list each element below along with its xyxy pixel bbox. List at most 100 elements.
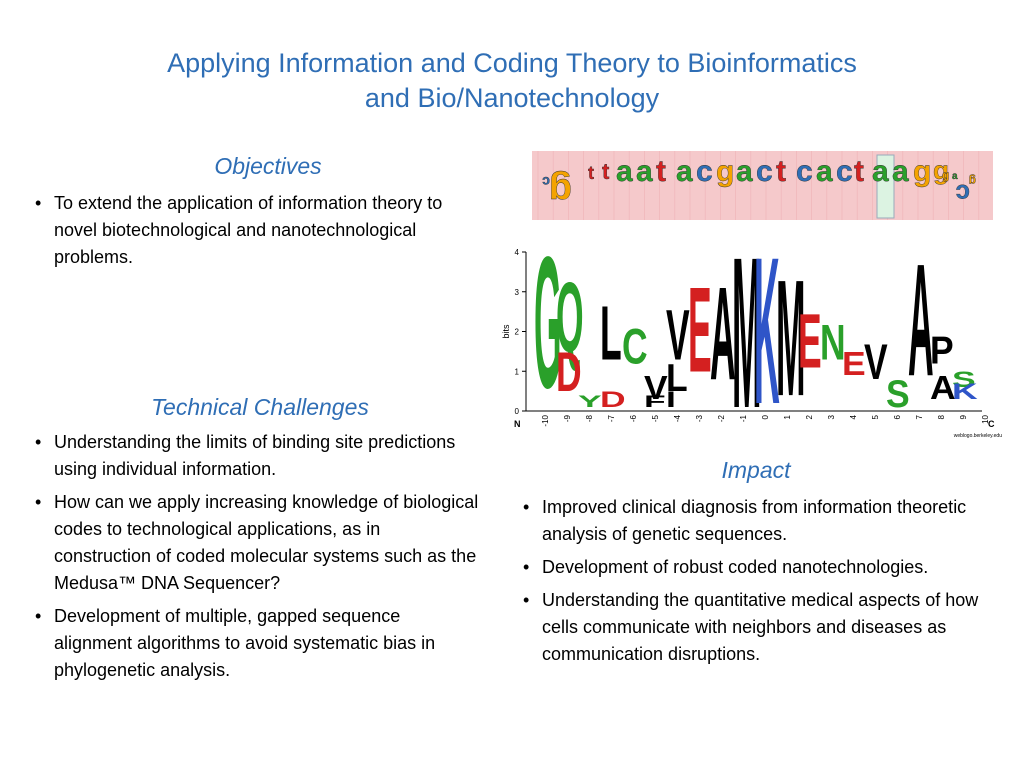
challenges-item: Development of multiple, gapped sequence… xyxy=(32,603,482,684)
dna-logo-letter: a xyxy=(736,155,753,188)
protein-logo-letter: M xyxy=(776,247,806,431)
protein-logo-letter: D xyxy=(600,388,626,413)
challenges-item: How can we apply increasing knowledge of… xyxy=(32,489,482,597)
dna-logo-letter: c xyxy=(796,155,813,188)
protein-logo-letter: V xyxy=(666,295,690,375)
protein-x-tick-label: -4 xyxy=(673,414,682,422)
dna-logo-grid xyxy=(537,151,980,220)
protein-logo-letter: N xyxy=(820,316,846,371)
dna-logo-letter: t xyxy=(776,155,786,188)
protein-logo-letter: A xyxy=(908,238,934,410)
protein-y-tick-label: 4 xyxy=(515,248,520,257)
protein-x-tick-label: 1 xyxy=(783,414,792,419)
protein-logo-letter: E xyxy=(688,261,712,397)
protein-logo-letter: A xyxy=(930,370,956,407)
protein-x-tick-label: -1 xyxy=(739,414,748,422)
dna-logo-letter: a xyxy=(636,155,653,188)
protein-logo-letter: K xyxy=(952,380,978,405)
protein-c-label: C xyxy=(988,419,995,429)
slide-title-line-2: and Bio/Nanotechnology xyxy=(364,83,660,113)
dna-logo-letter: c xyxy=(756,155,773,188)
protein-logo-letter: Y xyxy=(578,392,602,411)
dna-logo-letter: g xyxy=(933,155,949,185)
protein-x-tick-label: -2 xyxy=(717,414,726,422)
protein-x-tick-label: -8 xyxy=(585,414,594,422)
dna-logo-letter: c xyxy=(696,155,713,188)
impact-list: Improved clinical diagnosis from informa… xyxy=(520,494,990,674)
protein-logo-letter: L xyxy=(600,290,622,376)
protein-x-tick-label: 2 xyxy=(805,414,814,419)
slide-title-line-1: Applying Information and Coding Theory t… xyxy=(167,48,857,78)
protein-x-tick-label: -6 xyxy=(629,414,638,422)
protein-logo-letter: E xyxy=(798,298,822,384)
impact-item: Improved clinical diagnosis from informa… xyxy=(520,494,990,548)
dna-logo-letter: c xyxy=(542,174,550,190)
dna-logo-letter: g xyxy=(969,174,976,188)
protein-y-tick-label: 3 xyxy=(515,288,520,297)
dna-logo-letter: c xyxy=(956,179,970,209)
dna-logo-highlight xyxy=(876,154,895,219)
dna-logo-letter: c xyxy=(836,155,853,188)
protein-x-tick-label: -7 xyxy=(607,414,616,422)
protein-x-tick-label: 4 xyxy=(849,414,858,419)
protein-y-axis-label: bits xyxy=(501,324,511,339)
dna-logo-background xyxy=(532,151,993,220)
protein-x-tick-label: 6 xyxy=(893,414,902,419)
dna-logo-letter: a xyxy=(872,155,889,188)
protein-logo-letter: A xyxy=(710,259,736,408)
dna-logo-letter: g xyxy=(549,170,572,212)
protein-logo-letter: Q xyxy=(556,261,584,373)
protein-y-tick-label: 0 xyxy=(515,407,520,416)
protein-x-tick-label: -9 xyxy=(563,414,572,422)
dna-logo-letter: t xyxy=(854,155,864,188)
dna-logo-letter: a xyxy=(892,155,909,188)
protein-x-tick-label: 8 xyxy=(937,414,946,419)
protein-x-tick-label: 10 xyxy=(981,414,990,423)
protein-logo-letter: P xyxy=(930,328,954,372)
protein-n-label: N xyxy=(514,419,521,429)
dna-logo-letter: g xyxy=(716,155,734,188)
dna-logo-letter: t xyxy=(656,155,666,188)
protein-x-tick-label: 3 xyxy=(827,414,836,419)
objectives-heading: Objectives xyxy=(214,153,322,179)
dna-logo-letter: t xyxy=(588,163,594,183)
protein-logo-letter: L xyxy=(666,356,688,400)
dna-logo-letter: g xyxy=(942,168,949,182)
dna-logo-letter: g xyxy=(913,155,931,188)
dna-logo-letter: a xyxy=(616,155,633,188)
protein-x-tick-label: -5 xyxy=(651,414,660,422)
protein-logo-letter: V xyxy=(644,370,668,407)
protein-logo-letter: S xyxy=(886,372,910,416)
dna-logo-letter: a xyxy=(676,155,693,188)
protein-logo-letter: V xyxy=(864,335,888,390)
dna-logo-letter: t xyxy=(602,159,610,184)
challenges-list: Understanding the limits of binding site… xyxy=(32,429,482,690)
protein-x-tick-label: 9 xyxy=(959,414,968,419)
impact-heading: Impact xyxy=(721,457,791,483)
protein-y-tick-label: 1 xyxy=(515,367,520,376)
challenges-heading: Technical Challenges xyxy=(151,394,369,420)
protein-x-tick-label: 0 xyxy=(761,414,770,419)
protein-logo-letter: F xyxy=(644,392,666,411)
impact-item: Understanding the quantitative medical a… xyxy=(520,587,990,668)
protein-x-tick-label: 7 xyxy=(915,414,924,419)
protein-logo-letter: I xyxy=(666,388,676,413)
dna-logo-letter: a xyxy=(816,155,833,188)
protein-logo-letter: S xyxy=(952,368,976,393)
protein-x-tick-label: -10 xyxy=(541,414,550,426)
protein-logo-letter: G xyxy=(534,238,562,427)
objectives-list: To extend the application of information… xyxy=(32,190,487,277)
protein-credit: weblogo.berkeley.edu xyxy=(954,433,1002,439)
impact-item: Development of robust coded nanotechnolo… xyxy=(520,554,990,581)
protein-x-tick-label: -3 xyxy=(695,414,704,422)
protein-logo-letter: K xyxy=(754,238,780,440)
objectives-item: To extend the application of information… xyxy=(32,190,487,271)
challenges-item: Understanding the limits of binding site… xyxy=(32,429,482,483)
protein-x-tick-label: 5 xyxy=(871,414,880,419)
protein-logo-letter: M xyxy=(732,238,762,440)
